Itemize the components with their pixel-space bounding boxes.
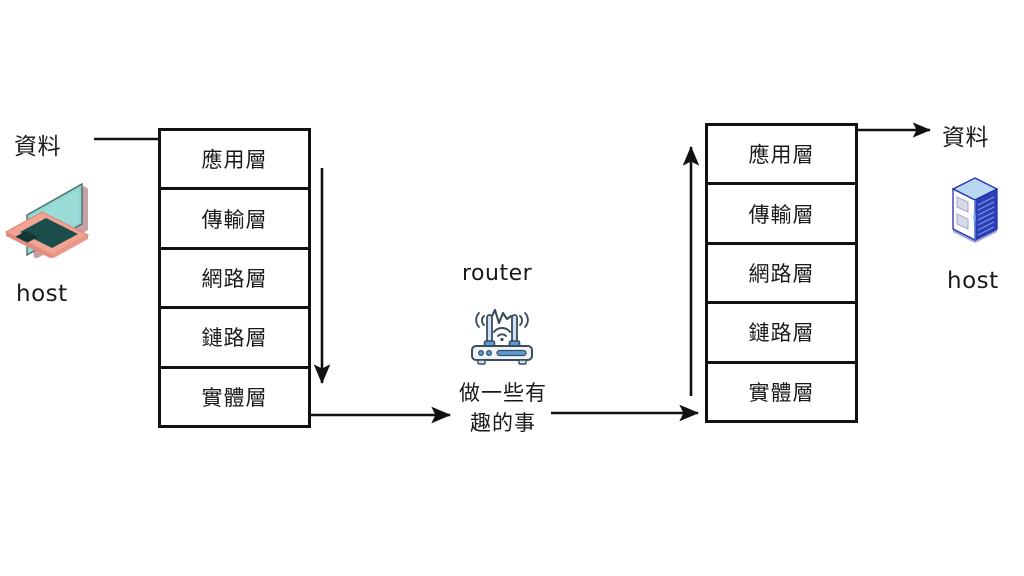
router-caption-line2: 趣的事 [470,411,536,435]
laptop-icon [0,172,96,260]
right-host-label: host [947,268,999,294]
right-protocol-stack: 應用層 傳輸層 網路層 鏈路層 實體層 [705,123,858,423]
right-layer-link[interactable]: 鏈路層 [708,304,855,364]
right-data-label: 資料 [942,125,989,151]
server-rack-icon [944,172,1006,252]
left-layer-link[interactable]: 鏈路層 [161,309,308,369]
left-layer-network[interactable]: 網路層 [161,250,308,310]
right-layer-transport[interactable]: 傳輸層 [708,185,855,245]
left-layer-transport[interactable]: 傳輸層 [161,190,308,250]
left-protocol-stack: 應用層 傳輸層 網路層 鏈路層 實體層 [158,128,311,428]
left-layer-physical[interactable]: 實體層 [201,385,268,410]
left-host-label: host [16,281,68,307]
right-layer-application[interactable]: 應用層 [708,126,855,186]
wifi-router-icon [466,304,538,366]
right-layer-network[interactable]: 網路層 [708,245,855,305]
router-caption-line1: 做一些有 [459,381,547,405]
router-title: router [462,261,533,286]
left-data-label: 資料 [14,134,61,160]
right-layer-physical[interactable]: 實體層 [748,380,815,405]
router-caption: 做一些有 趣的事 [440,378,566,438]
left-layer-application[interactable]: 應用層 [161,131,308,191]
